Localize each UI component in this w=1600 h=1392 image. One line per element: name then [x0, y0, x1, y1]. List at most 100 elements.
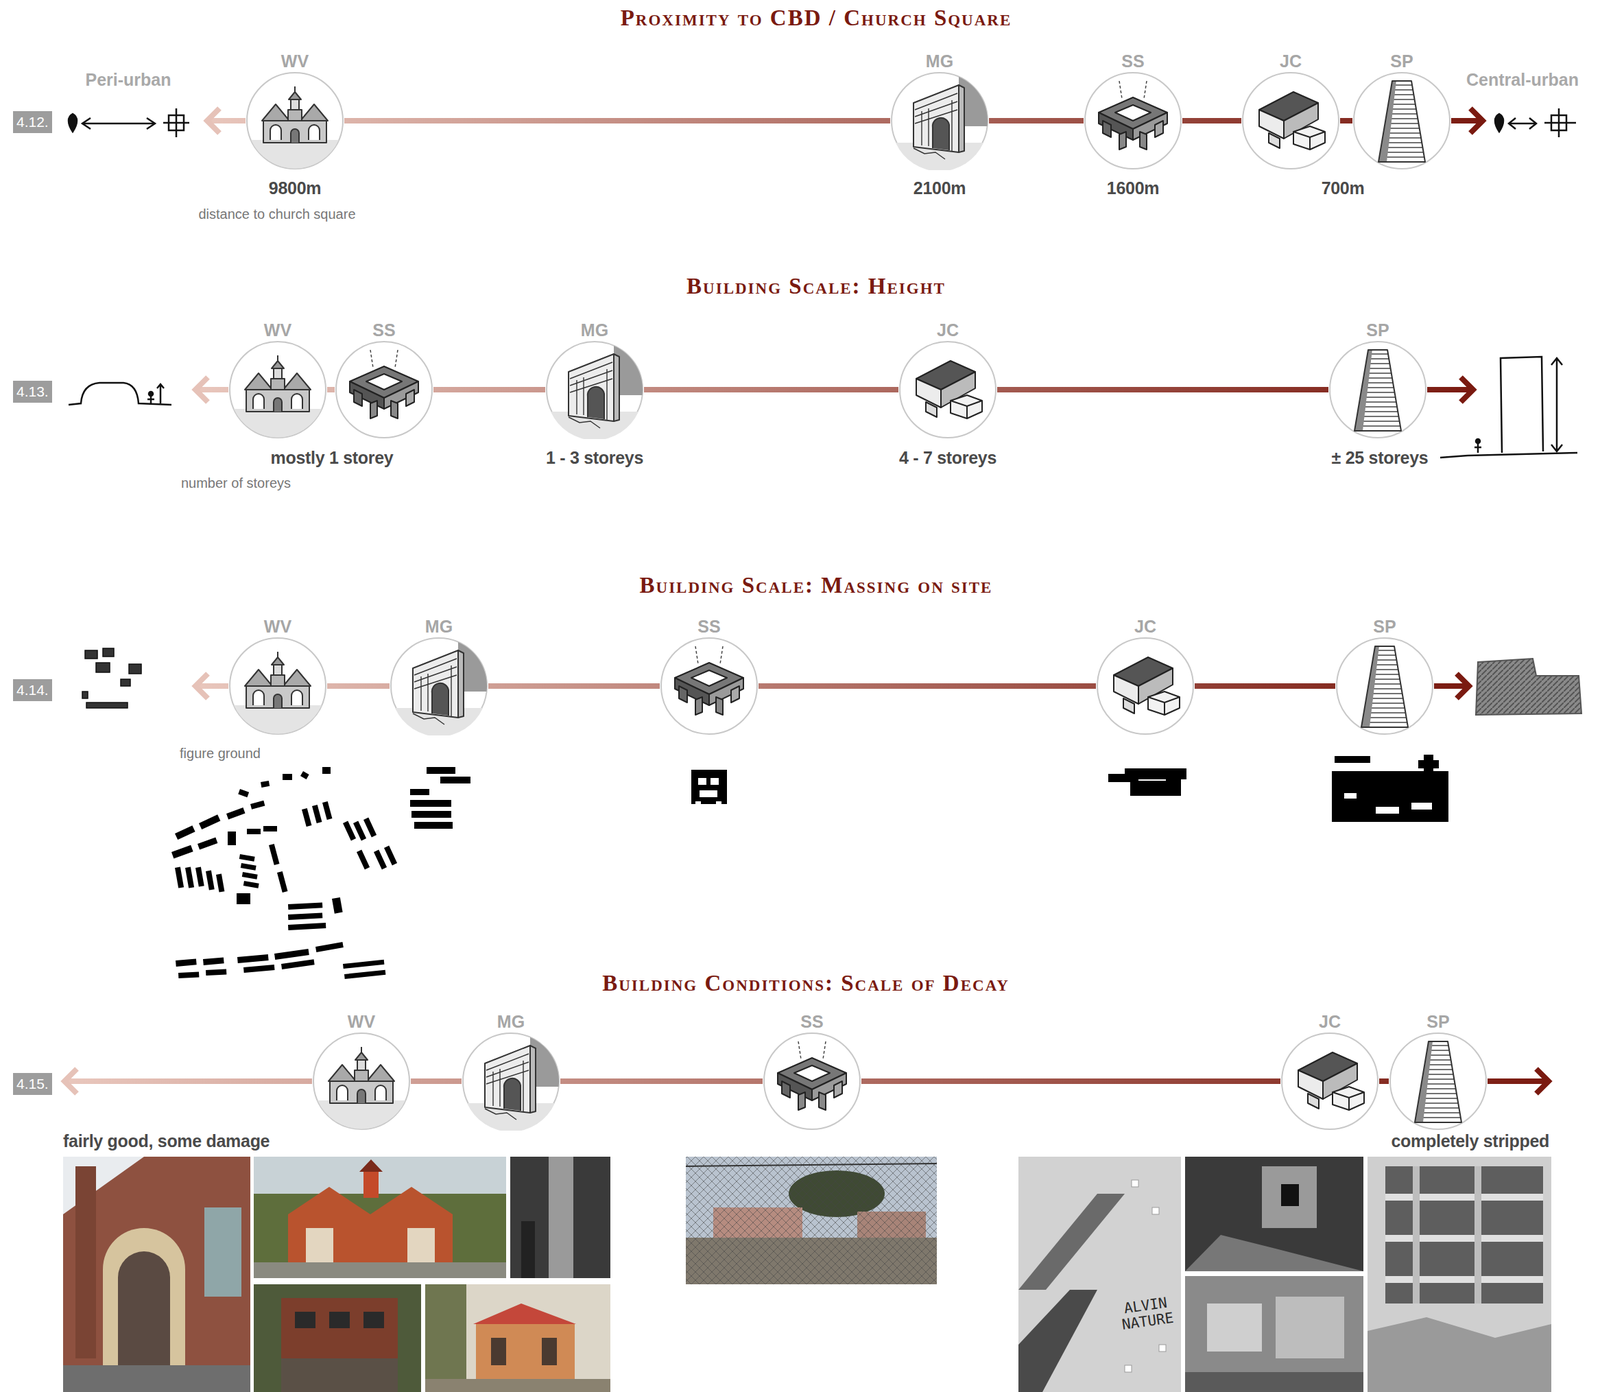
- building-icon: [1241, 71, 1341, 171]
- building-circle: MG: [389, 636, 489, 736]
- figure-number-box: 4.14.: [13, 678, 53, 701]
- building-icon: [389, 636, 489, 736]
- scale-axis-line: [410, 1078, 462, 1084]
- building-circle: MG: [545, 340, 644, 439]
- height-value: mostly 1 storey: [270, 447, 394, 468]
- photo-stripped-frame: [1367, 1156, 1552, 1392]
- site-code: WV: [347, 1012, 376, 1032]
- building-sketch: [251, 86, 339, 169]
- building-sketch: [1372, 78, 1431, 164]
- site-code: SP: [1372, 617, 1396, 637]
- axis-note: distance to church square: [198, 206, 356, 223]
- scale-axis-line: [433, 386, 546, 393]
- building-sketch: [1098, 80, 1168, 150]
- scale-axis-line: [327, 386, 335, 393]
- photo-brick-building: [253, 1283, 422, 1392]
- building-sketch: [349, 349, 419, 419]
- distance-value: 700m: [1321, 178, 1365, 199]
- building-icon: [228, 636, 328, 736]
- building-icon: [1095, 636, 1195, 736]
- building-circle: JC: [1280, 1031, 1380, 1131]
- building-icon: [898, 340, 998, 439]
- height-value: 4 - 7 storeys: [899, 447, 997, 468]
- photo-brick-facade: [63, 1156, 251, 1392]
- graffiti-text: ALVIN NATURE: [1106, 1292, 1186, 1334]
- site-circle: [1084, 72, 1181, 169]
- figure-ground-plan: [171, 766, 471, 979]
- building-circle: SP: [1335, 636, 1435, 736]
- photo-red-brick-house: [253, 1156, 507, 1278]
- site-circle: [229, 637, 326, 734]
- site-code: JC: [936, 320, 959, 341]
- building-sketch: [233, 355, 322, 438]
- site-code: MG: [497, 1012, 525, 1032]
- figure-number: 4.15.: [16, 1074, 49, 1092]
- tower-footprint: [1331, 754, 1449, 822]
- building-sketch: [777, 1041, 847, 1110]
- scale-axis-line: [997, 386, 1329, 393]
- building-icon: [1083, 71, 1183, 171]
- axis-note: number of storeys: [181, 475, 291, 492]
- building-sketch: [395, 641, 487, 736]
- section-heading: Proximity to CBD / Church Square: [620, 5, 1013, 32]
- building-sketch: [1113, 657, 1180, 715]
- condition-value: fairly good, some damage: [63, 1130, 270, 1151]
- figure-number-box: 4.12.: [13, 111, 53, 133]
- site-code: SP: [1390, 52, 1413, 72]
- building-circle: SS: [659, 636, 759, 736]
- site-code: WV: [264, 617, 292, 637]
- building-circle: WV: [228, 340, 328, 439]
- building-icon: [1388, 1031, 1488, 1131]
- site-code: JC: [1318, 1012, 1341, 1032]
- scale-axis-line: [988, 117, 1084, 124]
- courtyard-footprint: [691, 769, 727, 806]
- figure-number: 4.13.: [16, 382, 49, 400]
- site-code: SS: [697, 617, 721, 637]
- building-icon: [890, 71, 989, 171]
- dense-plan-sketch: [1475, 658, 1582, 715]
- building-icon: [245, 71, 345, 171]
- scale-axis-line: [643, 386, 899, 393]
- scale-axis-line: [758, 683, 1096, 689]
- site-circle: [899, 341, 996, 438]
- site-code: WV: [281, 52, 309, 72]
- axis-end-label: Central-urban: [1466, 69, 1579, 90]
- photo-stripped-stair: [1018, 1156, 1181, 1392]
- central-urban-symbol: [1495, 108, 1576, 138]
- photo-stripped-interior: [1185, 1156, 1364, 1271]
- scale-axis-line: [861, 1078, 1281, 1084]
- site-circle: [1390, 1032, 1487, 1129]
- distance-value: 9800m: [268, 178, 321, 199]
- site-circle: [313, 1032, 410, 1129]
- scale-axis-line: [1182, 117, 1242, 124]
- figure-number-box: 4.13.: [13, 380, 53, 402]
- building-circle: SP: [1352, 71, 1452, 171]
- site-code: MG: [425, 617, 453, 637]
- building-sketch: [550, 345, 643, 439]
- building-circle: WV: [312, 1031, 411, 1131]
- building-sketch: [1355, 643, 1414, 729]
- building-icon: [1352, 71, 1452, 171]
- site-circle: [246, 72, 343, 169]
- axis-note: figure ground: [179, 745, 261, 762]
- site-code: SS: [800, 1012, 823, 1032]
- building-circle: SP: [1388, 1031, 1488, 1131]
- building-sketch: [916, 360, 983, 419]
- building-icon: [1335, 636, 1435, 736]
- building-icon: [1328, 340, 1428, 439]
- building-icon: [334, 340, 434, 439]
- scale-axis-line: [560, 1078, 763, 1084]
- peri-urban-symbol: [68, 108, 190, 138]
- tower-sketch: [1440, 356, 1578, 458]
- building-circle: JC: [898, 340, 998, 439]
- site-code: SP: [1366, 320, 1389, 341]
- figure-number: 4.14.: [16, 681, 49, 699]
- site-code: MG: [580, 320, 609, 341]
- site-code: MG: [925, 52, 954, 72]
- building-circle: JC: [1095, 636, 1195, 736]
- building-circle: SS: [334, 340, 434, 439]
- site-code: SS: [372, 320, 396, 341]
- building-icon: [228, 340, 328, 439]
- building-circle: SP: [1328, 340, 1428, 439]
- site-circle: [1329, 341, 1426, 438]
